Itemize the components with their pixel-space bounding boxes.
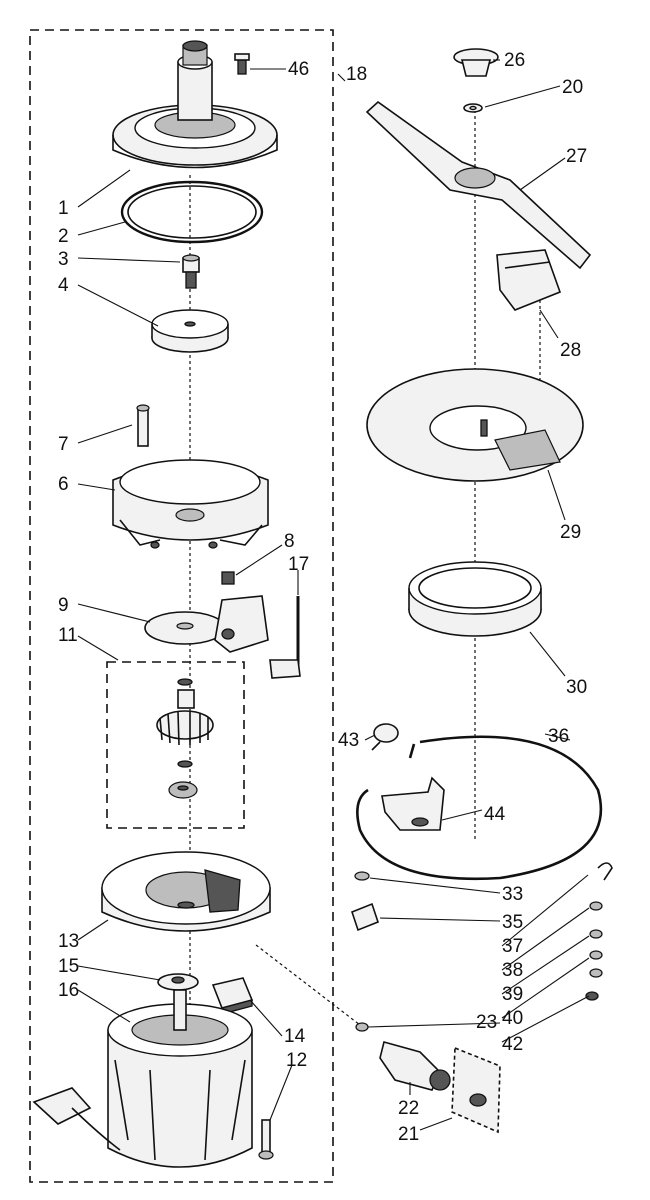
callout-6: 6: [58, 474, 69, 495]
part-3-fitting: [182, 254, 200, 289]
callout-26: 26: [504, 50, 525, 71]
callout-2: 2: [58, 226, 69, 247]
assembly-18-boundary: [29, 29, 334, 1183]
part-46-screw: [234, 53, 250, 75]
part-29-guard: [366, 368, 584, 482]
part-28-clip: [496, 249, 562, 311]
callout-23: 23: [476, 1012, 497, 1033]
callout-1: 1: [58, 198, 69, 219]
assembly-11-boundary: [106, 661, 245, 829]
callout-42: 42: [502, 1034, 523, 1055]
part-15-coupling: [157, 973, 199, 991]
parts-37-42-hardware: [585, 862, 613, 1001]
callout-35: 35: [502, 912, 523, 933]
part-43-clip: [371, 723, 399, 751]
callout-40: 40: [502, 1008, 523, 1029]
callout-4: 4: [58, 275, 69, 296]
part-7-bolt: [136, 404, 150, 447]
part-17-pin: [269, 596, 301, 679]
callout-37: 37: [502, 936, 523, 957]
part-9-plate: [144, 595, 269, 653]
part-8-screw: [221, 571, 235, 585]
callout-20: 20: [562, 77, 583, 98]
callout-29: 29: [560, 522, 581, 543]
callout-44: 44: [484, 804, 506, 825]
part-4-disc: [151, 309, 229, 353]
callout-36: 36: [548, 726, 569, 747]
callout-labels: 46 18 1 2 3 4 7 6 8 17 9 11 13 15 16 14 …: [58, 50, 587, 1145]
callout-3: 3: [58, 249, 69, 270]
callout-17: 17: [288, 554, 309, 575]
callout-46: 46: [288, 59, 309, 80]
callout-30: 30: [566, 677, 587, 698]
part-26-cap: [453, 48, 499, 77]
callout-15: 15: [58, 956, 79, 977]
callout-13: 13: [58, 931, 79, 952]
callout-39: 39: [502, 984, 523, 1005]
callout-22: 22: [398, 1098, 419, 1119]
callout-33: 33: [502, 884, 523, 905]
part-1-pump-housing: [112, 40, 278, 169]
part-13-motor-mount: [101, 851, 271, 932]
callout-27: 27: [566, 146, 587, 167]
leader-lines: [77, 59, 590, 1131]
part-11-impeller-assembly: [156, 678, 214, 799]
callout-7: 7: [58, 434, 69, 455]
part-23-washer: [355, 1022, 369, 1032]
part-21-plate: [451, 1046, 501, 1134]
part-20-washer: [463, 103, 483, 113]
callout-38: 38: [502, 960, 523, 981]
callout-12: 12: [286, 1050, 307, 1071]
callout-28: 28: [560, 340, 581, 361]
callout-21: 21: [398, 1124, 419, 1145]
callout-14: 14: [284, 1026, 306, 1047]
part-12-screw: [258, 1119, 274, 1160]
part-16-motor: [32, 989, 253, 1168]
part-27-spray-arm: [365, 100, 592, 270]
callout-43: 43: [338, 730, 359, 751]
callout-9: 9: [58, 595, 69, 616]
callout-8: 8: [284, 531, 295, 552]
part-30-seal: [408, 561, 542, 637]
part-6-pump-base: [112, 459, 269, 549]
callout-11: 11: [58, 625, 78, 646]
part-36-heater-ring: [356, 735, 603, 881]
callout-18: 18: [346, 64, 367, 85]
part-22-fitting: [379, 1041, 451, 1091]
part-33-washer: [354, 871, 370, 881]
part-35-clip: [351, 902, 379, 932]
part-44-bracket: [381, 776, 445, 831]
part-2-ring: [120, 180, 264, 244]
callout-16: 16: [58, 980, 79, 1001]
